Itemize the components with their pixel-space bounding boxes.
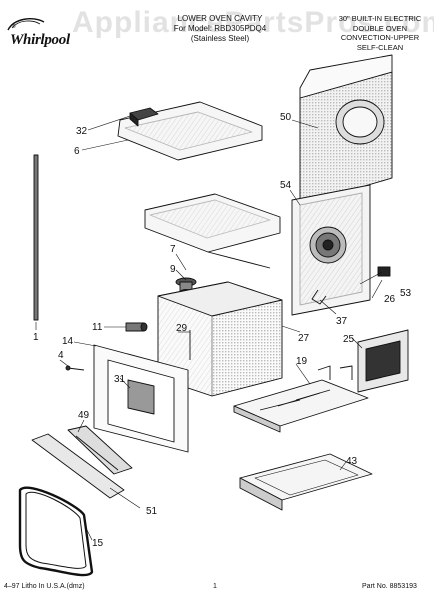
footer-page-number: 1 [213, 583, 217, 590]
description-line-4: SELF-CLEAN [356, 42, 404, 52]
callout-7: 7 [170, 244, 176, 255]
rear-panel-part [299, 54, 393, 206]
callout-51: 51 [146, 506, 158, 517]
logo-swirl-icon [7, 18, 45, 31]
whirlpool-logo: ® Whirlpool [4, 10, 72, 50]
callout-6: 6 [74, 146, 80, 157]
footer-litho-note: 4–97 Litho In U.S.A.(dmz) [4, 583, 85, 590]
oven-glass-part [31, 433, 125, 499]
model-description: 30" BUILT-IN ELECTRIC DOUBLE OVEN CONVEC… [330, 14, 430, 52]
callout-54: 54 [280, 180, 292, 191]
diagram-title: LOWER OVEN CAVITY For Model: RBD305PDQ4 … [150, 14, 290, 44]
hinge-receiver-part [357, 329, 409, 393]
callout-31: 31 [114, 374, 126, 385]
door-gasket-part [18, 486, 94, 577]
title-line-2: For Model: RBD305PDQ4 [173, 24, 267, 33]
callout-1: 1 [33, 332, 39, 343]
brand-name: Whirlpool [10, 32, 70, 48]
callout-9: 9 [170, 264, 176, 275]
callout-43: 43 [346, 456, 358, 467]
callout-50: 50 [280, 112, 292, 123]
screw-part [65, 365, 85, 371]
broiler-pan-part [239, 453, 373, 511]
callout-49: 49 [78, 410, 90, 421]
callout-29: 29 [176, 323, 188, 334]
callout-14: 14 [62, 336, 74, 347]
oven-frame-part [93, 344, 189, 453]
top-panel-part [117, 101, 263, 161]
callout-37: 37 [336, 316, 348, 327]
title-line-1: LOWER OVEN CAVITY [177, 14, 263, 23]
callout-15: 15 [92, 538, 104, 549]
heat-shield-part [144, 193, 281, 269]
callout-53: 53 [400, 288, 412, 299]
description-line-2: DOUBLE OVEN [352, 23, 408, 33]
watermark-text: AppliancePartsPros.com [72, 6, 434, 39]
callout-27: 27 [298, 333, 310, 344]
callout-26: 26 [384, 294, 396, 305]
callout-19: 19 [296, 356, 308, 367]
description-line-3: CONVECTION-UPPER [340, 33, 420, 42]
convection-fan-assembly-part [291, 184, 391, 316]
callout-4: 4 [58, 350, 64, 361]
oven-light-part [125, 322, 148, 332]
callout-25: 25 [343, 334, 355, 345]
footer-part-number: Part No. 8853193 [362, 583, 417, 590]
callout-32: 32 [76, 126, 88, 137]
oven-rack-part [233, 365, 369, 433]
description-line-1: 30" BUILT-IN ELECTRIC [338, 14, 422, 23]
vertical-trim-strip-part [33, 154, 39, 321]
title-line-3: (Stainless Steel) [190, 34, 250, 43]
callout-11: 11 [92, 322, 103, 333]
